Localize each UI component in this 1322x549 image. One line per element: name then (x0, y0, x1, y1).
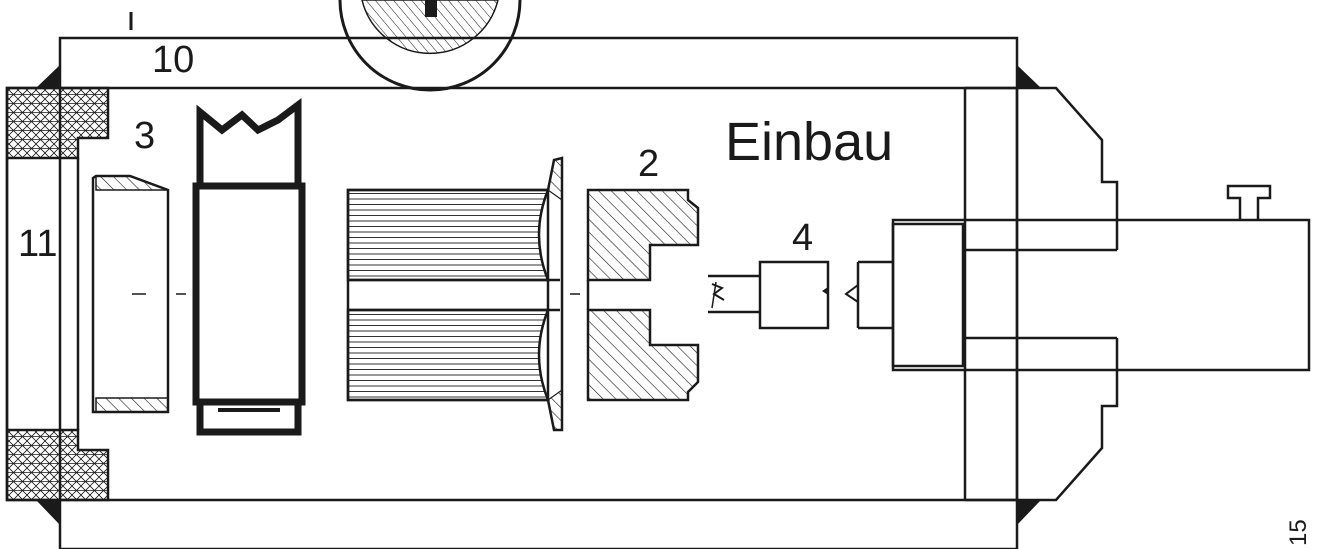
shaft-spring (708, 274, 760, 314)
corner-triangle-top-left (36, 65, 60, 88)
spool-body (346, 156, 580, 432)
label-part-4: 4 (792, 217, 813, 259)
label-part-10: 10 (152, 39, 194, 81)
crown-bracket (192, 98, 306, 436)
corner-triangle-bottom-left (36, 500, 60, 525)
corner-triangle-top-right (1017, 65, 1041, 88)
part-3-wedge-ring (91, 174, 186, 414)
part-11-retainer (5, 86, 110, 502)
label-part-3: 3 (134, 115, 155, 157)
figure-number: 15 (1285, 519, 1312, 546)
title-einbau: Einbau (725, 112, 893, 172)
right-cylinder-assembly (856, 86, 1311, 502)
part-4-sensor-block (758, 260, 859, 330)
corner-triangle-bottom-right (1017, 500, 1041, 525)
part-2-clamp-block (586, 188, 700, 402)
label-part-2: 2 (638, 143, 659, 185)
top-gauge-partial (338, 0, 522, 92)
label-part-11: 11 (18, 223, 57, 265)
